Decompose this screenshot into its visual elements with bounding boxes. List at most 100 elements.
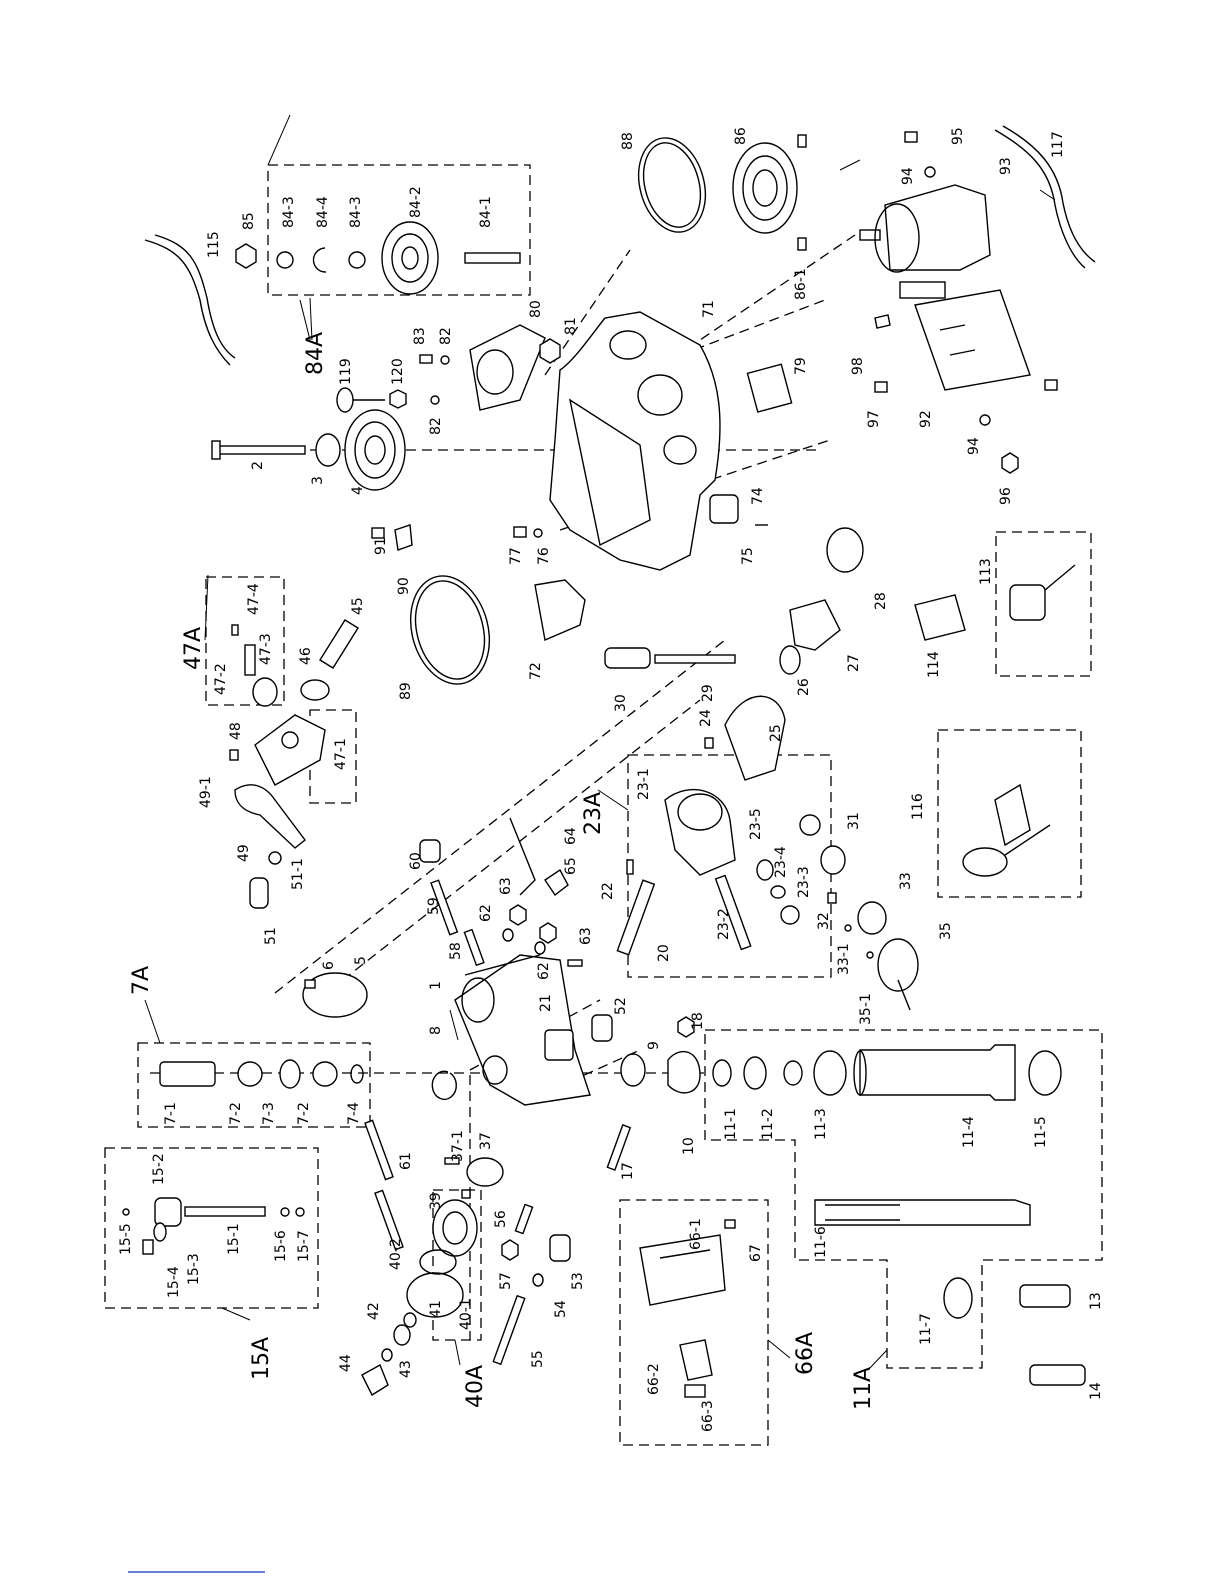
label-116: 116 bbox=[910, 793, 926, 820]
group-box-40A bbox=[432, 1189, 482, 1341]
label-84-3a: 84-3 bbox=[281, 196, 297, 228]
bolt-55 bbox=[492, 1294, 526, 1366]
label-61: 61 bbox=[398, 1152, 414, 1170]
label-75: 75 bbox=[740, 547, 756, 565]
group-label-7A: 7A bbox=[129, 966, 154, 995]
ring-23-4 bbox=[770, 885, 786, 899]
key-98 bbox=[874, 314, 891, 329]
bolt-61b bbox=[374, 1189, 404, 1251]
ring-9 bbox=[620, 1053, 646, 1087]
arbor-13 bbox=[1019, 1284, 1071, 1308]
label-15-6: 15-6 bbox=[273, 1230, 289, 1262]
group-box-116 bbox=[937, 729, 1082, 898]
label-15-1: 15-1 bbox=[226, 1223, 242, 1255]
label-3: 3 bbox=[310, 476, 326, 485]
plate-37 bbox=[466, 1157, 504, 1187]
nut-15-6 bbox=[280, 1207, 290, 1217]
label-72: 72 bbox=[528, 662, 544, 680]
bracket-66-1 bbox=[639, 1234, 726, 1306]
star-knob-65 bbox=[544, 868, 569, 897]
bolt-97 bbox=[874, 381, 888, 393]
label-63b: 63 bbox=[578, 927, 594, 945]
label-23-1: 23-1 bbox=[636, 768, 652, 800]
label-96: 96 bbox=[998, 487, 1014, 505]
pinion-shaft-20 bbox=[616, 879, 656, 956]
knob-30 bbox=[604, 647, 651, 669]
spring-40-2 bbox=[419, 1249, 457, 1275]
label-66-3: 66-3 bbox=[700, 1400, 716, 1432]
label-86: 86 bbox=[733, 127, 749, 145]
pulley-4 bbox=[344, 409, 406, 491]
label-52: 52 bbox=[613, 997, 629, 1015]
label-79 bbox=[746, 363, 793, 413]
clip-84-4 bbox=[312, 247, 327, 273]
label-82a: 82 bbox=[438, 327, 454, 345]
belt-88 bbox=[637, 137, 707, 233]
bearing-23-3b bbox=[799, 814, 821, 836]
label-93: 93 bbox=[998, 157, 1014, 175]
label-53: 53 bbox=[570, 1272, 586, 1290]
ring-8 bbox=[431, 1070, 457, 1101]
arbor-14 bbox=[1029, 1364, 1086, 1386]
knob-28 bbox=[826, 527, 864, 573]
group-labels: 84A 47A 7A 23A 15A 40A 66A 11A bbox=[129, 299, 888, 1410]
label-80: 80 bbox=[528, 300, 544, 318]
label-39: 39 bbox=[428, 1192, 444, 1210]
group-label-11A: 11A bbox=[851, 1367, 876, 1410]
label-8: 8 bbox=[428, 1026, 444, 1035]
label-27: 27 bbox=[846, 654, 862, 672]
label-24: 24 bbox=[698, 709, 714, 727]
pin-37-1 bbox=[444, 1157, 460, 1165]
bushing-46 bbox=[300, 679, 330, 701]
wire-117-b bbox=[1002, 125, 1096, 263]
screw-83 bbox=[419, 354, 433, 364]
group-box-23A bbox=[627, 754, 832, 978]
pin-47-4 bbox=[231, 624, 239, 636]
screw-15-5 bbox=[122, 1208, 130, 1216]
group-box-84A bbox=[267, 164, 531, 296]
label-23-5: 23-5 bbox=[748, 808, 764, 840]
group-label-15A: 15A bbox=[249, 1337, 274, 1380]
label-7-4: 7-4 bbox=[346, 1102, 362, 1125]
label-76: 76 bbox=[536, 547, 552, 565]
rod-64 bbox=[509, 817, 536, 896]
belt-89 bbox=[409, 575, 491, 685]
label-51: 51 bbox=[263, 927, 279, 945]
label-9: 9 bbox=[646, 1041, 662, 1050]
nut-81 bbox=[539, 338, 561, 364]
label-64: 64 bbox=[563, 827, 579, 845]
label-94a: 94 bbox=[900, 167, 916, 185]
label-62b: 62 bbox=[536, 962, 552, 980]
label-23-4: 23-4 bbox=[773, 846, 789, 878]
label-47-2: 47-2 bbox=[213, 663, 229, 695]
plate-66-3 bbox=[684, 1384, 706, 1398]
label-97: 97 bbox=[866, 410, 882, 428]
label-74: 74 bbox=[750, 487, 766, 505]
label-82b: 82 bbox=[428, 417, 444, 435]
spring-26 bbox=[779, 645, 801, 675]
lever-49 bbox=[234, 784, 306, 849]
label-94b: 94 bbox=[966, 437, 982, 455]
label-55: 55 bbox=[530, 1350, 546, 1368]
label-37-1: 37-1 bbox=[450, 1130, 466, 1162]
label-15-4: 15-4 bbox=[166, 1266, 182, 1298]
label-30: 30 bbox=[613, 694, 629, 712]
washer-82a bbox=[440, 355, 450, 365]
label-81: 81 bbox=[563, 317, 579, 335]
label-83: 83 bbox=[412, 327, 428, 345]
label-11-3: 11-3 bbox=[813, 1108, 829, 1140]
label-6: 6 bbox=[321, 961, 337, 970]
screw-77 bbox=[513, 526, 527, 538]
label-20: 20 bbox=[656, 944, 672, 962]
nut-96 bbox=[1001, 452, 1019, 474]
washer-11-2 bbox=[743, 1056, 767, 1090]
label-11-5: 11-5 bbox=[1033, 1116, 1049, 1148]
label-43: 43 bbox=[398, 1360, 414, 1378]
label-15-5: 15-5 bbox=[118, 1223, 134, 1255]
label-84-2: 84-2 bbox=[408, 186, 424, 218]
bearing-23-3 bbox=[780, 905, 800, 925]
label-35: 35 bbox=[938, 922, 954, 940]
bearing-84-3b bbox=[348, 251, 366, 269]
key-22 bbox=[626, 859, 634, 875]
